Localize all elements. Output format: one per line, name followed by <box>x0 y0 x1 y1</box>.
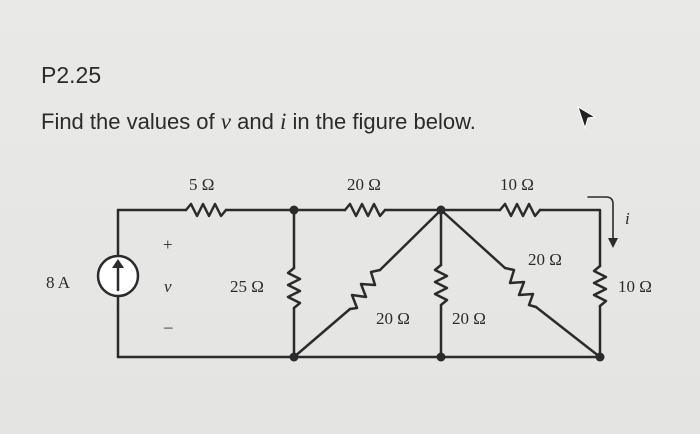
prompt-var-i: i <box>279 109 287 134</box>
resistor-25-ohm <box>286 266 302 310</box>
label-r-20-middle: 20 Ω <box>452 309 486 328</box>
prompt-var-v: v <box>220 109 231 134</box>
label-r-10-right: 10 Ω <box>618 277 652 296</box>
resistor-5-ohm <box>184 202 228 218</box>
node-bottom-c <box>595 352 605 362</box>
current-arrow-head <box>608 238 618 248</box>
voltage-plus: + <box>163 235 173 254</box>
node-bottom-b <box>436 352 446 362</box>
label-r-20-diag-right: 20 Ω <box>528 250 562 269</box>
current-arrow-line <box>587 196 614 244</box>
node-bottom-a <box>289 352 299 362</box>
top-wire-right <box>538 208 602 268</box>
diag-left-upper <box>378 208 443 272</box>
resistor-20-ohm-diag-left <box>348 268 382 311</box>
current-var: i <box>625 209 630 228</box>
node-top-a <box>289 205 299 215</box>
diag-right-lower <box>534 305 602 359</box>
label-r-20-diag-left: 20 Ω <box>376 309 410 328</box>
current-source-arrow-head <box>112 259 124 268</box>
voltage-var: v <box>164 277 172 296</box>
label-r-20-top: 20 Ω <box>347 175 381 194</box>
resistor-10-ohm-right <box>592 264 608 308</box>
problem-statement: Find the values of v and i in the figure… <box>41 109 476 135</box>
source-label: 8 A <box>46 273 71 292</box>
problem-number: P2.25 <box>41 62 102 88</box>
prompt-text-1: Find the values of <box>41 109 221 134</box>
label-r-10-top: 10 Ω <box>500 175 534 194</box>
label-r-25: 25 Ω <box>230 277 264 296</box>
node-top-b <box>436 205 446 215</box>
prompt-text-3: in the figure below. <box>286 109 476 134</box>
voltage-minus: – <box>163 317 173 336</box>
label-r-5: 5 Ω <box>189 175 214 194</box>
diag-left-lower <box>292 307 352 359</box>
prompt-text-2: and <box>231 109 280 134</box>
resistor-20-ohm-middle <box>433 263 449 307</box>
resistor-20-ohm-diag-right <box>503 266 538 309</box>
resistor-10-ohm-top <box>498 202 542 218</box>
resistor-20-ohm-top <box>343 202 387 218</box>
diag-right-upper <box>439 208 507 270</box>
